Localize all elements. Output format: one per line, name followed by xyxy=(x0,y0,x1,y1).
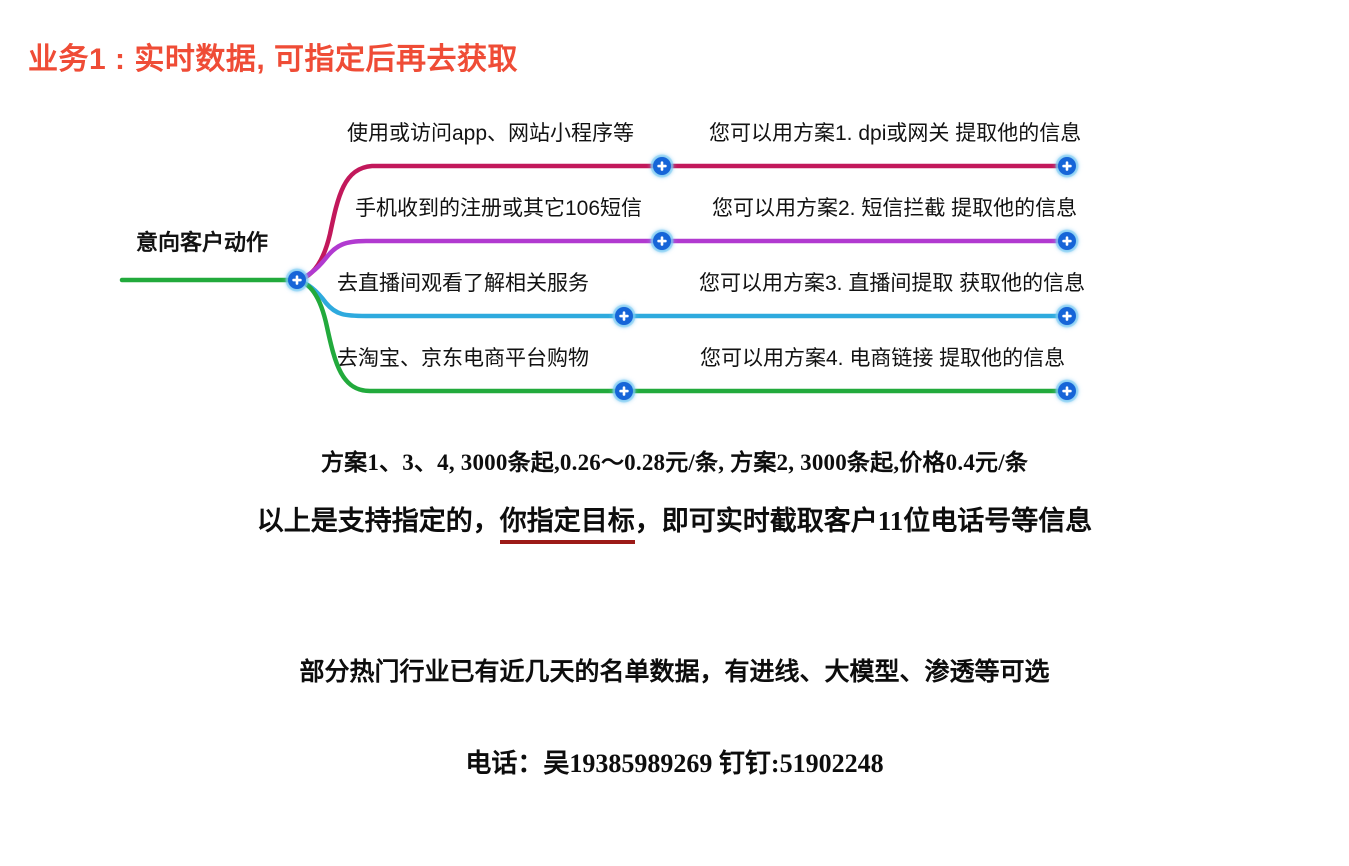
branch-2-solution-label: 您可以用方案2. 短信拦截 提取他的信息 xyxy=(712,197,1078,220)
mindmap-root-label: 意向客户动作 xyxy=(136,230,269,255)
branch-3-action-label: 去直播间观看了解相关服务 xyxy=(337,272,589,295)
node-end-1[interactable] xyxy=(1055,154,1079,178)
node-end-3[interactable] xyxy=(1055,304,1079,328)
node-end-4[interactable] xyxy=(1055,379,1079,403)
node-hub[interactable] xyxy=(285,268,309,292)
industry-note: 部分热门行业已有近几天的名单数据，有进线、大模型、渗透等可选 xyxy=(299,659,1050,686)
node-mid-2[interactable] xyxy=(650,229,674,253)
branch-4-action-label: 去淘宝、京东电商平台购物 xyxy=(337,347,589,370)
mindmap-diagram: 意向客户动作 使用或访问app、网站小程序等 手机收到的注册或其它106短信 去… xyxy=(119,122,1086,403)
node-mid-1[interactable] xyxy=(650,154,674,178)
branch-4-solution-label: 您可以用方案4. 电商链接 提取他的信息 xyxy=(700,347,1066,370)
targeting-note-suffix: ，即可实时截取客户11位电话号等信息 xyxy=(634,506,1093,536)
branch-2-action-label: 手机收到的注册或其它106短信 xyxy=(355,197,643,220)
node-end-2[interactable] xyxy=(1055,229,1079,253)
branch-1-solution-label: 您可以用方案1. dpi或网关 提取他的信息 xyxy=(709,122,1082,145)
branch-1-action-label: 使用或访问app、网站小程序等 xyxy=(347,122,635,145)
branch-3-solution-label: 您可以用方案3. 直播间提取 获取他的信息 xyxy=(699,272,1086,295)
branch-line-1 xyxy=(294,163,1063,283)
targeting-note-prefix: 以上是支持指定的， xyxy=(256,506,500,536)
branch-line-4 xyxy=(294,277,1063,394)
targeting-note: 以上是支持指定的，你指定目标，即可实时截取客户11位电话号等信息 xyxy=(0,499,1349,544)
page-title: 业务1 : 实时数据, 可指定后再去获取 xyxy=(28,43,519,76)
pricing-note: 方案1、3、4, 3000条起,0.26～0.28元/条, 方案2, 3000条… xyxy=(320,450,1029,475)
contact-note: 电话：吴19385989269 钉钉:51902248 xyxy=(465,749,884,778)
node-mid-3[interactable] xyxy=(612,304,636,328)
targeting-note-highlight: 你指定目标 xyxy=(499,506,635,544)
node-mid-4[interactable] xyxy=(612,379,636,403)
mindmap-svg xyxy=(119,154,1079,403)
